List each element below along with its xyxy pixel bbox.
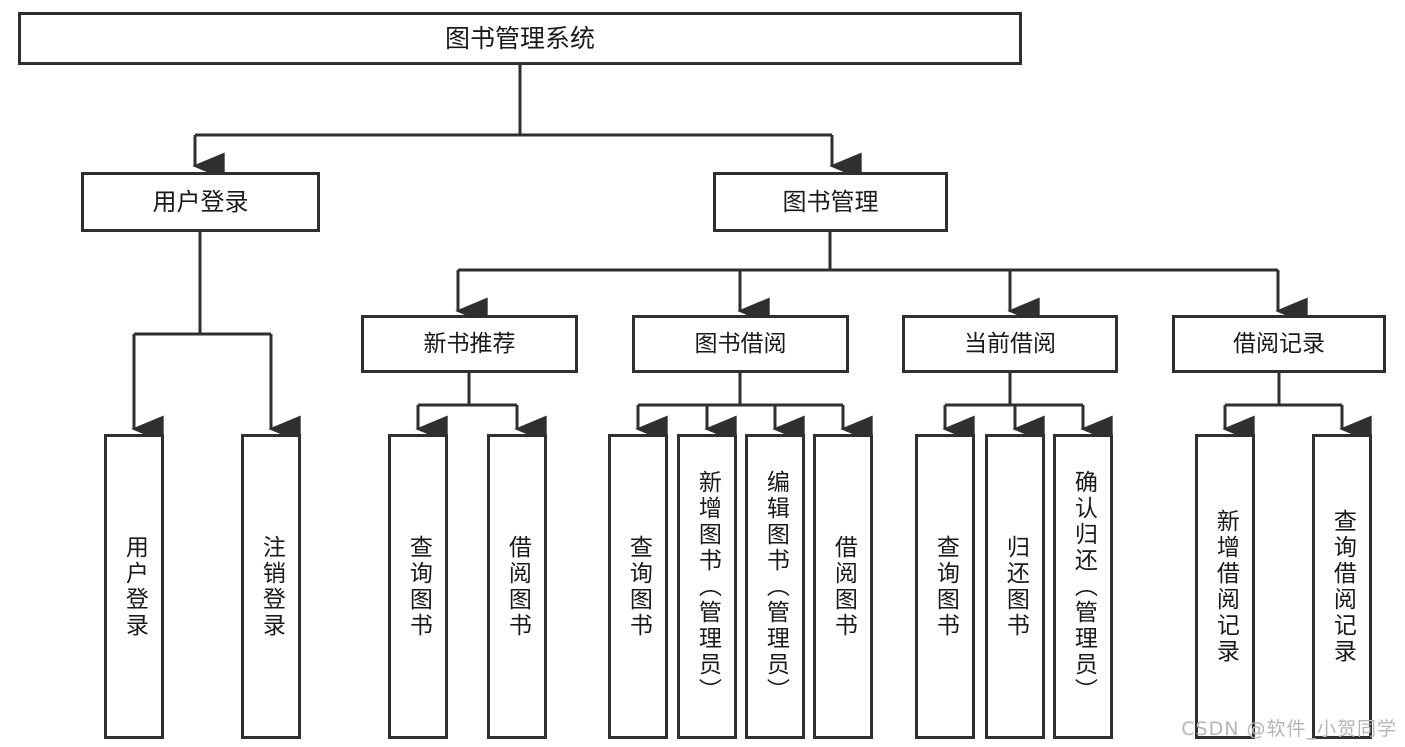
leaf-label: 归还图书 [1002, 534, 1029, 639]
leaf-query-book-recommend[interactable]: 查询图书 [388, 434, 448, 739]
leaf-query-borrow-record[interactable]: 查询借阅记录 [1312, 434, 1372, 739]
leaf-add-borrow-record[interactable]: 新增借阅记录 [1195, 434, 1255, 739]
leaf-borrow-book-recommend[interactable]: 借阅图书 [487, 434, 547, 739]
leaf-label: 查询借阅记录 [1329, 508, 1356, 665]
leaf-label: 查询图书 [405, 534, 432, 639]
node-label: 当前借阅 [964, 330, 1056, 357]
node-label: 图书管理系统 [444, 23, 595, 53]
leaf-label: 借阅图书 [830, 534, 857, 639]
node-current-borrow[interactable]: 当前借阅 [902, 315, 1118, 373]
leaf-query-book-current[interactable]: 查询图书 [915, 434, 975, 739]
leaf-label: 查询图书 [625, 534, 652, 639]
node-new-book-recommend[interactable]: 新书推荐 [361, 315, 578, 373]
leaf-confirm-return-admin[interactable]: 确认归还（管理员） [1053, 434, 1113, 739]
node-label: 新书推荐 [423, 330, 516, 357]
leaf-user-login[interactable]: 用户登录 [104, 434, 164, 739]
leaf-label: 新增借阅记录 [1212, 508, 1239, 665]
node-label: 图书管理 [782, 188, 879, 216]
leaf-return-book[interactable]: 归还图书 [985, 434, 1045, 739]
watermark-text: CSDN @软件_小贺同学 [1181, 718, 1397, 740]
node-label: 图书借阅 [694, 330, 787, 357]
node-label: 用户登录 [152, 188, 249, 216]
leaf-label: 查询图书 [932, 534, 959, 639]
node-book-management[interactable]: 图书管理 [713, 172, 948, 232]
leaf-query-book-borrow[interactable]: 查询图书 [608, 434, 668, 739]
leaf-edit-book-admin[interactable]: 编辑图书（管理员） [745, 434, 805, 739]
leaf-label: 编辑图书（管理员） [762, 469, 789, 704]
leaf-add-book-admin[interactable]: 新增图书（管理员） [677, 434, 737, 739]
leaf-label: 新增图书（管理员） [694, 469, 721, 704]
leaf-label: 确认归还（管理员） [1070, 469, 1097, 704]
leaf-borrow-book[interactable]: 借阅图书 [813, 434, 873, 739]
leaf-label: 用户登录 [121, 534, 148, 639]
node-user-login[interactable]: 用户登录 [81, 172, 320, 232]
leaf-logout[interactable]: 注销登录 [241, 434, 301, 739]
leaf-label: 借阅图书 [504, 534, 531, 639]
node-book-borrow[interactable]: 图书借阅 [632, 315, 849, 373]
node-borrow-record[interactable]: 借阅记录 [1172, 315, 1386, 373]
leaf-label: 注销登录 [258, 534, 285, 639]
node-root-system[interactable]: 图书管理系统 [18, 12, 1022, 65]
node-label: 借阅记录 [1233, 330, 1325, 357]
